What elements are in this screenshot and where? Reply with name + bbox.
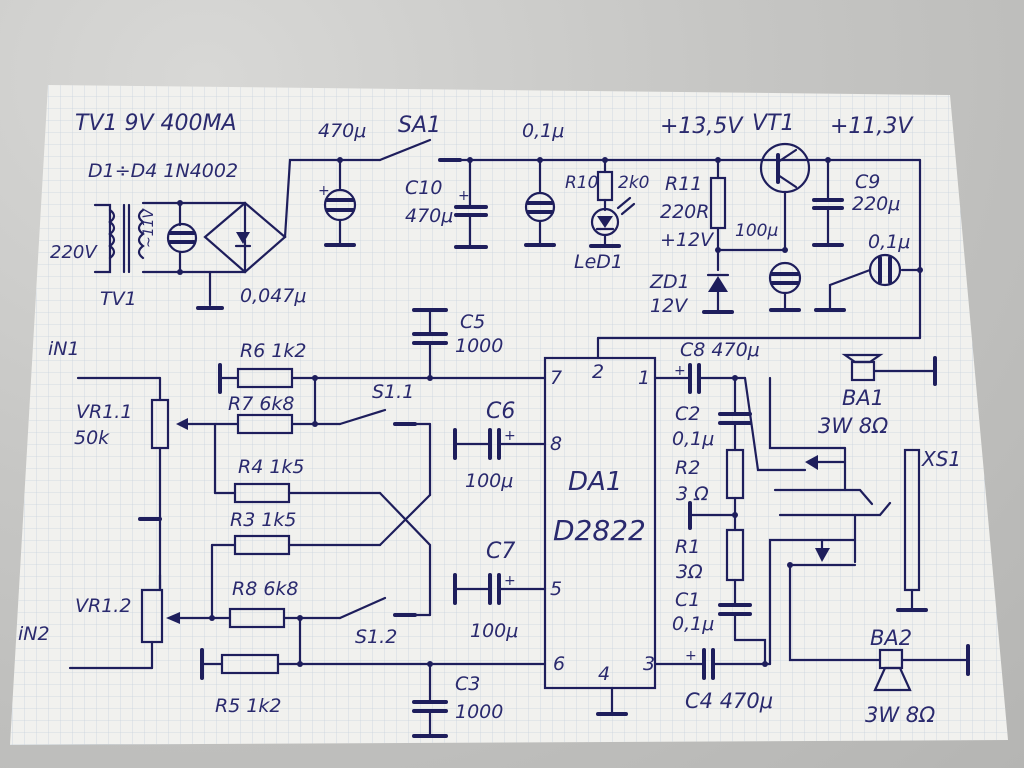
- r3-label: R3 1k5: [230, 509, 297, 531]
- c8-label: C8 470μ: [680, 339, 760, 361]
- pin7-label: 7: [550, 367, 562, 389]
- speaker-ba2-symbol: [788, 563, 970, 692]
- svg-text:+: +: [504, 428, 516, 444]
- c9-label: C9: [855, 171, 880, 193]
- capacitor-470-input-symbol: +: [318, 157, 357, 247]
- c100-supply-label: 100μ: [735, 221, 778, 241]
- c3-label: C3: [455, 673, 480, 695]
- capacitor-c9-symbol: [812, 157, 922, 340]
- da1-label: DA1: [568, 467, 622, 497]
- switch-sa1-symbol: [378, 138, 922, 162]
- led-label: LeD1: [574, 251, 623, 273]
- xs1-label: XS1: [921, 447, 961, 471]
- s11-label: S1.1: [372, 381, 414, 403]
- power-labels: TV1 9V 400MA D1÷D4 1N4002 220V ~11V TV1 …: [50, 111, 914, 317]
- cap-0047-label: 0,047μ: [240, 285, 306, 307]
- r7-label: R7 6k8: [228, 393, 295, 415]
- c1-value: 0,1μ: [672, 613, 714, 635]
- pin4-label: 4: [598, 663, 610, 685]
- pin3-label: 3: [643, 653, 655, 675]
- ba1-value: 3W 8Ω: [818, 414, 888, 438]
- vr11-label: VR1.1: [76, 401, 132, 423]
- transformer-symbol: [93, 201, 247, 274]
- c10-value: 470μ: [405, 205, 453, 227]
- svg-text:+: +: [685, 648, 697, 664]
- v12-label: +12V: [660, 229, 715, 251]
- c7-label: C7: [486, 539, 515, 564]
- c6-value: 100μ: [465, 470, 513, 492]
- c4-label: C4 470μ: [685, 689, 773, 713]
- power-supply-section: + +: [93, 138, 923, 360]
- capacitor-01-output-symbol: [814, 253, 923, 312]
- ba1-label: BA1: [842, 386, 884, 410]
- r2-value: 3 Ω: [676, 483, 709, 505]
- r2-label: R2: [675, 457, 700, 479]
- speaker-ba1-symbol: [768, 353, 937, 450]
- r6-label: R6 1k2: [240, 340, 307, 362]
- in2-label: iN2: [18, 623, 50, 645]
- r10-label: R10: [565, 173, 598, 193]
- c1-label: C1: [675, 589, 700, 611]
- capacitor-01-supply-symbol: [524, 157, 556, 247]
- svg-text:+: +: [318, 183, 330, 199]
- svg-text:+: +: [504, 573, 516, 589]
- ba2-label: BA2: [870, 626, 912, 650]
- secondary-label: ~11V: [141, 207, 157, 248]
- svg-text:+: +: [458, 188, 470, 204]
- tv1-label: TV1: [100, 288, 137, 310]
- r4-label: R4 1k5: [238, 456, 305, 478]
- c9-value: 220μ: [852, 193, 900, 215]
- vr12-label: VR1.2: [75, 595, 131, 617]
- r11-value: 220R: [660, 201, 709, 223]
- pin2-label: 2: [592, 361, 604, 383]
- cap-470-label: 470μ: [318, 120, 366, 142]
- zd1-value: 12V: [650, 295, 689, 317]
- capacitor-0047-symbol: [166, 200, 198, 275]
- capacitor-c10-symbol: +: [454, 157, 488, 249]
- in1-label: iN1: [48, 338, 80, 360]
- c7-value: 100μ: [470, 620, 518, 642]
- zd1-label: ZD1: [649, 271, 690, 293]
- r11-label: R11: [665, 173, 702, 195]
- v113-label: +11,3V: [830, 114, 914, 139]
- c5-value: 1000: [455, 335, 503, 357]
- da1-part-label: D2822: [553, 514, 646, 547]
- c3-value: 1000: [455, 701, 503, 723]
- ba2-value: 3W 8Ω: [865, 703, 935, 727]
- amp-labels: iN1 iN2 VR1.1 50k VR1.2 R6 1k2 R7 6k8 R4…: [18, 311, 961, 727]
- diode-bridge-symbol: [196, 158, 382, 310]
- jack-xs1-symbol: [773, 446, 928, 612]
- cap-01b-label: 0,1μ: [868, 231, 910, 253]
- sa1-label: SA1: [398, 113, 441, 138]
- vr11-value: 50k: [74, 427, 110, 449]
- diodes-label: D1÷D4 1N4002: [88, 160, 238, 182]
- r10-led-symbol: [589, 157, 636, 248]
- amplifier-section: + + + +: [68, 308, 970, 738]
- tv1-header-label: TV1 9V 400MA: [75, 111, 237, 136]
- r1-label: R1: [675, 536, 700, 558]
- r10-value: 2k0: [618, 173, 649, 193]
- c5-label: C5: [460, 311, 485, 333]
- svg-text:+: +: [674, 363, 686, 379]
- vt1-label: VT1: [752, 111, 795, 136]
- v135-label: +13,5V: [660, 114, 744, 139]
- c2-label: C2: [675, 403, 700, 425]
- s12-label: S1.2: [355, 626, 397, 648]
- r8-label: R8 6k8: [232, 578, 299, 600]
- r1-value: 3Ω: [676, 561, 703, 583]
- r5-label: R5 1k2: [215, 695, 282, 717]
- pin1-label: 1: [638, 367, 650, 389]
- ic-da1-box: [543, 356, 657, 690]
- pin6-label: 6: [553, 653, 565, 675]
- transistor-vt1-symbol: [716, 142, 811, 312]
- pin5-label: 5: [550, 578, 562, 600]
- c2-value: 0,1μ: [672, 428, 714, 450]
- pin8-label: 8: [550, 433, 562, 455]
- cap-01-label: 0,1μ: [522, 120, 564, 142]
- c10-label: C10: [405, 177, 442, 199]
- c6-label: C6: [486, 399, 515, 424]
- mains-label: 220V: [50, 242, 98, 263]
